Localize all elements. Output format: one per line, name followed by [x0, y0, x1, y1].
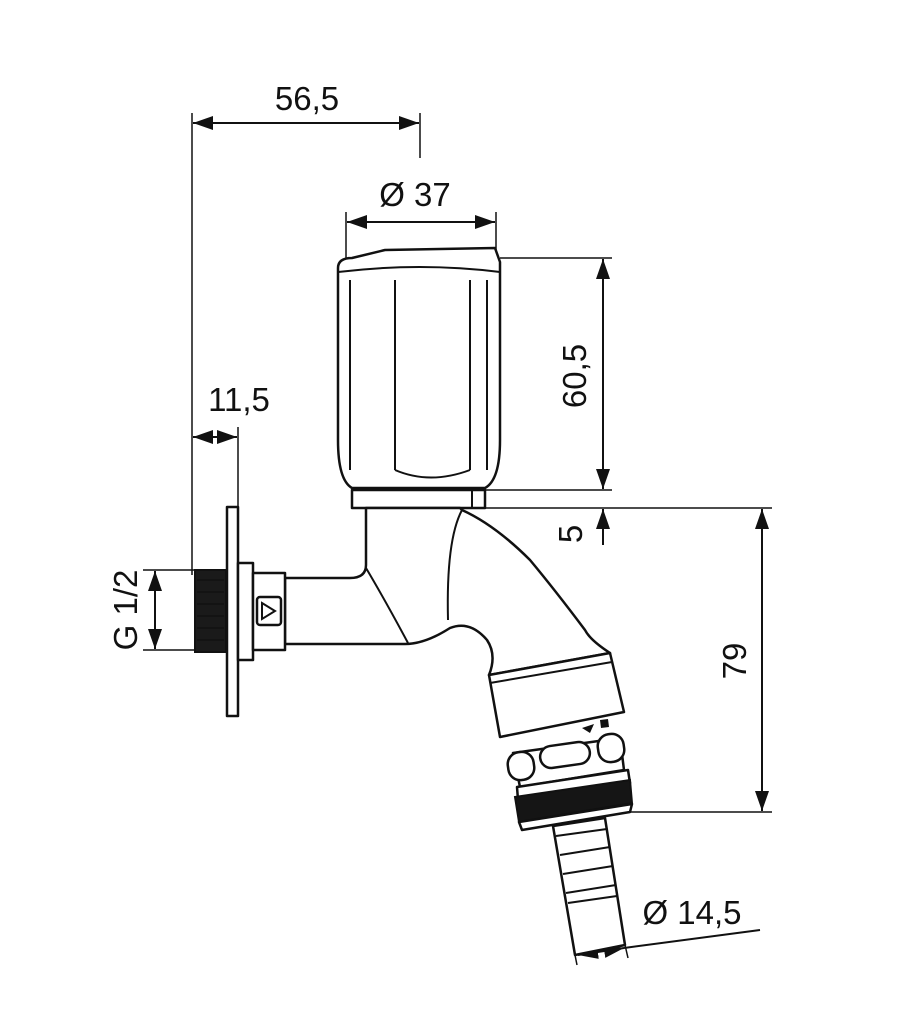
dim-handle-height: 60,5: [556, 344, 593, 408]
dim-outlet-height: 79: [716, 643, 753, 680]
hose-nozzle: [551, 816, 627, 957]
dim-overall-depth: 56,5: [275, 80, 339, 117]
handle: [336, 246, 502, 510]
dim-thread: G 1/2: [107, 570, 144, 651]
dimension-lines: [148, 116, 769, 959]
dim-gap: 5: [552, 525, 589, 543]
wall-fitting: [194, 505, 287, 718]
dim-handle-diameter: Ø 37: [379, 176, 451, 213]
triangle-icon: [261, 601, 277, 621]
dim-flange-offset: 11,5: [208, 381, 270, 418]
dim-hose-diameter: Ø 14,5: [642, 894, 741, 931]
tap-body: [283, 506, 612, 677]
outlet-connector: [487, 651, 634, 832]
